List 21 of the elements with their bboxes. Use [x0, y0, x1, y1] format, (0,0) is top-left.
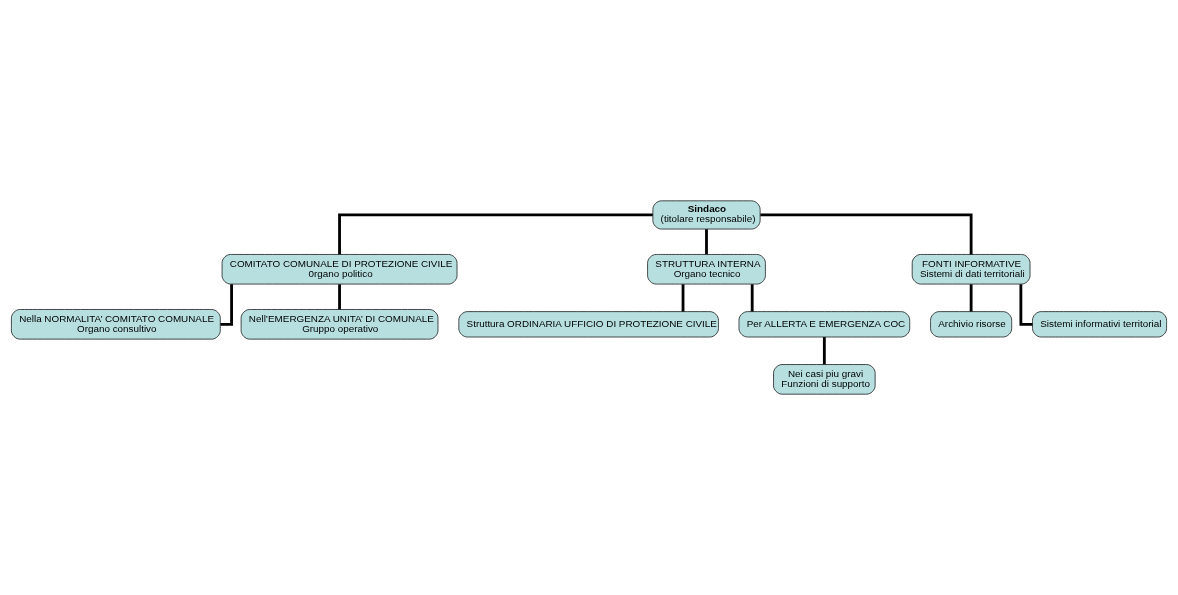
node-box: STRUTTURA INTERNA Organo tecnico	[647, 254, 766, 285]
node-box: Sistemi informativi territorial	[1032, 311, 1167, 338]
node-box: Nell’EMERGENZA UNITA’ DI COMUNALE Gruppo operativo	[240, 309, 439, 340]
node-box: Archivio risorse	[930, 311, 1013, 338]
node-box: Nei casi piu gravi Funzioni di supporto	[773, 364, 876, 395]
node-box: Nella NORMALITA’ COMITATO COMUNALE Organo consultivo	[11, 309, 221, 340]
node-box: Struttura ORDINARIA UFFICIO DI PROTEZIONE CIVILE	[458, 311, 719, 338]
connector	[338, 213, 653, 255]
connector	[705, 229, 708, 255]
connector	[1019, 284, 1033, 326]
connector	[822, 337, 826, 365]
node-box: Per ALLERTA E EMERGENZA COC	[738, 311, 911, 338]
connector	[220, 284, 233, 326]
node-box: FONTI INFORMATIVE Sistemi di dati territoriali	[911, 254, 1031, 285]
node-box: Sindaco (titolare responsabile)	[652, 200, 761, 230]
connector	[750, 284, 754, 312]
connector	[681, 284, 685, 312]
connector	[760, 213, 973, 255]
connector	[969, 284, 973, 312]
node-box: COMITATO COMUNALE DI PROTEZIONE CIVILE 0rgano politico	[221, 254, 458, 285]
connector	[338, 284, 341, 310]
